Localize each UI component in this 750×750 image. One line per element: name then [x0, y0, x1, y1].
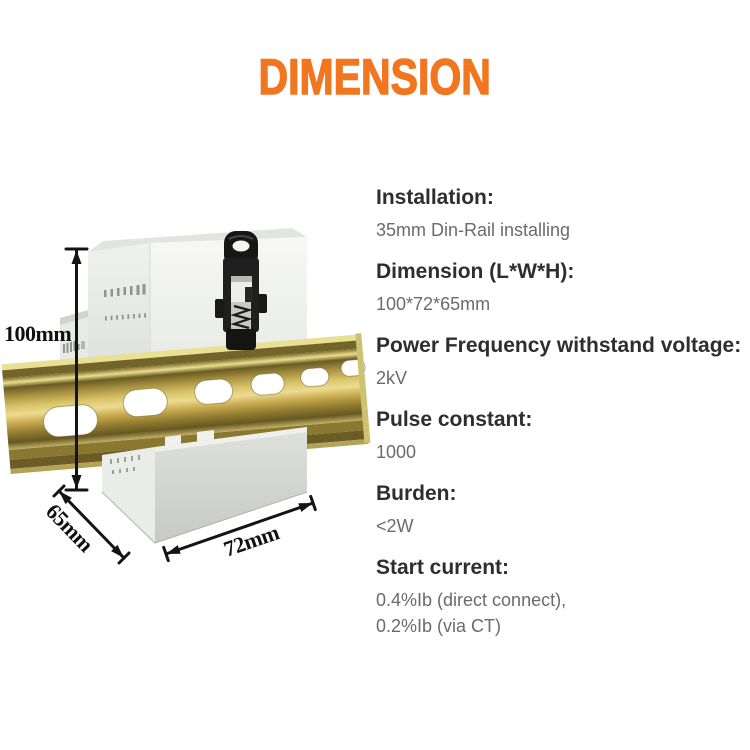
spec-heading: Start current:	[376, 556, 510, 579]
spec-heading: Installation:	[376, 186, 494, 209]
page-title-text: DIMENSION	[258, 48, 492, 105]
clip-spring	[230, 304, 253, 330]
spec-value: 35mm Din-Rail installing	[376, 220, 571, 240]
page-title: DIMENSION	[0, 48, 750, 106]
rail-mount-clip	[215, 231, 267, 350]
spec-pulse-constant: Pulse constant: 1000	[376, 405, 750, 465]
spec-heading: Pulse constant:	[376, 408, 533, 431]
rail-end-face	[355, 333, 371, 444]
height-dimension-line	[64, 247, 89, 492]
lower-markings	[110, 455, 140, 474]
spec-dimension: Dimension (L*W*H): 100*72*65mm	[376, 257, 750, 317]
spec-value: 0.4%Ib (direct connect),	[376, 590, 567, 610]
spec-value: 1000	[376, 442, 417, 462]
spec-value: 100*72*65mm	[376, 294, 491, 314]
spec-value: <2W	[376, 516, 414, 536]
terminal-markings	[63, 284, 146, 353]
spec-heading: Burden:	[376, 482, 457, 505]
spec-installation: Installation: 35mm Din-Rail installing	[376, 183, 750, 243]
depth-dimension-line	[52, 484, 131, 565]
spec-start-current: Start current: 0.4%Ib (direct connect), …	[376, 553, 750, 639]
meter-lower-body	[101, 427, 308, 544]
spec-withstand-voltage: Power Frequency withstand voltage: 2kV	[376, 331, 750, 391]
spec-burden: Burden: <2W	[376, 479, 750, 539]
width-dimension-line	[162, 494, 317, 563]
spec-list: Installation: 35mm Din-Rail installing D…	[376, 183, 750, 653]
spec-value: 0.2%Ib (via CT)	[376, 616, 502, 636]
dimension-lines	[52, 247, 317, 565]
spec-heading: Dimension (L*W*H):	[376, 260, 575, 283]
spec-heading: Power Frequency withstand voltage:	[376, 334, 742, 357]
height-dimension-label: 100mm	[4, 321, 72, 346]
spec-value: 2kV	[376, 368, 408, 388]
